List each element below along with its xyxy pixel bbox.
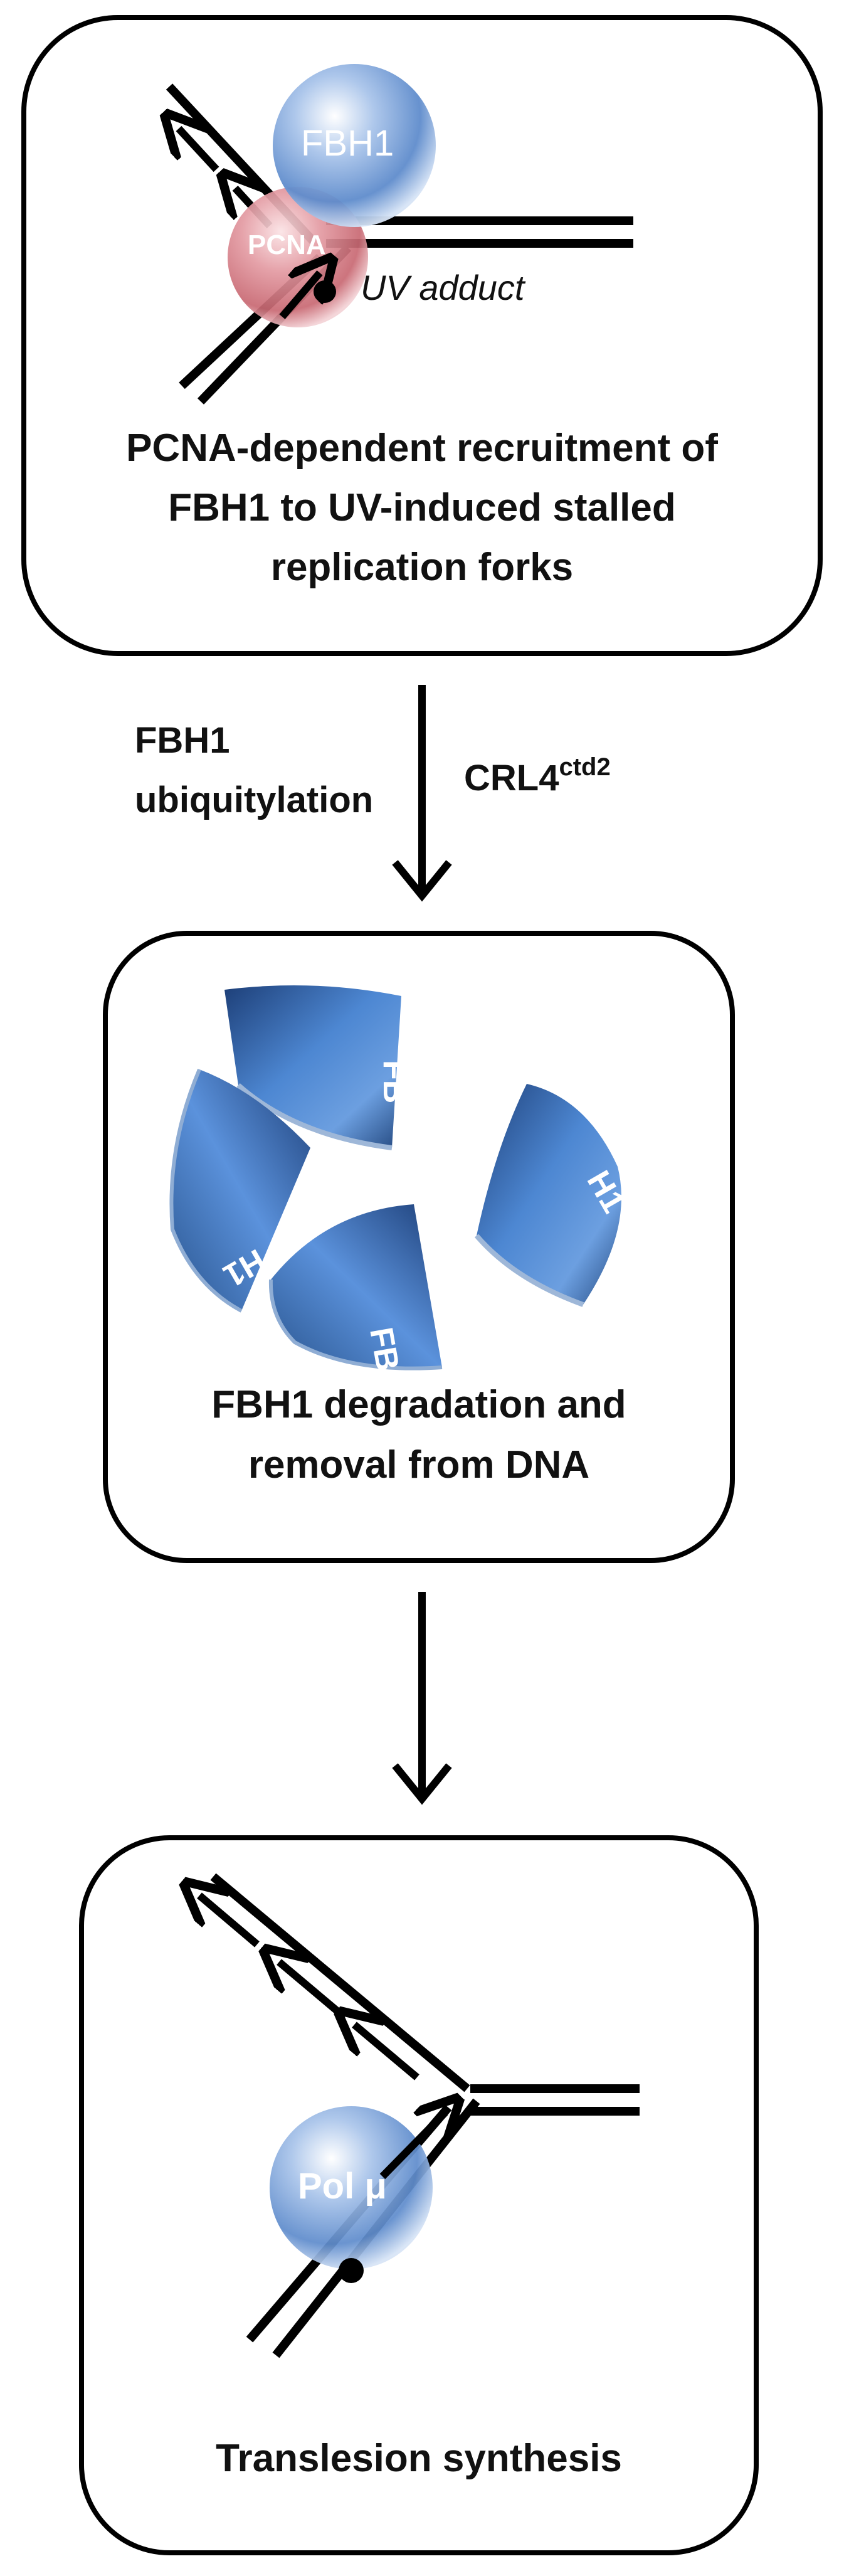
nascent-arrow-pol: [379, 2112, 445, 2180]
pcna-label: PCNA: [248, 230, 326, 260]
fbh1-fragment-3: H1: [474, 1084, 632, 1307]
panel-2-caption: FBH1 degradation and removal from DNA: [211, 1383, 626, 1487]
caption-2-line-2: removal from DNA: [248, 1443, 589, 1487]
fragment-1-letters: FB: [376, 1060, 413, 1103]
arrow-1-left-line-2: ubiquitylation: [135, 780, 373, 820]
fbh1-label: FBH1: [301, 123, 394, 164]
panel-degradation: FB H1 H1 FB FBH1 degradation and removal…: [103, 931, 735, 1563]
arrow-1: FBH1 ubiquitylation CRL4ctd2: [135, 685, 611, 902]
panel-translesion: Pol μ Translesion synthesis: [79, 1835, 759, 2555]
fragment-4-letters: FB: [362, 1325, 406, 1374]
panel-1-caption: PCNA-dependent recruitment of FBH1 to UV…: [126, 427, 718, 589]
caption-1-line-2: FBH1 to UV-induced stalled: [168, 486, 676, 529]
fbh1-sphere: [273, 64, 436, 227]
pol-mu-label: Pol μ: [298, 2166, 387, 2207]
arrow-1-left-line-1: FBH1: [135, 720, 229, 761]
fbh1-fragment-4: FB: [268, 1204, 443, 1374]
fbh1-fragment-2: H1: [169, 1068, 310, 1313]
caption-3: Translesion synthesis: [216, 2437, 622, 2480]
lesion-dot: [339, 2258, 364, 2283]
pol-mu-sphere: [270, 2106, 433, 2269]
arrow-2: [392, 1592, 452, 1805]
uv-adduct-dot: [314, 280, 336, 303]
uv-adduct-label: UV adduct: [361, 268, 526, 307]
fbh1-fragment-1: FB: [224, 985, 413, 1150]
caption-1-line-3: replication forks: [271, 546, 573, 589]
caption-2-line-1: FBH1 degradation and: [211, 1383, 626, 1426]
caption-1-line-1: PCNA-dependent recruitment of: [126, 427, 718, 470]
nascent-strand-3: [199, 1895, 419, 2080]
arrow-1-right-label: CRL4ctd2: [464, 753, 611, 798]
nascent-arrow-pcna: [279, 273, 320, 319]
panel-recruitment: PCNA FBH1 UV adduct PCNA-dependent recru…: [21, 15, 823, 656]
